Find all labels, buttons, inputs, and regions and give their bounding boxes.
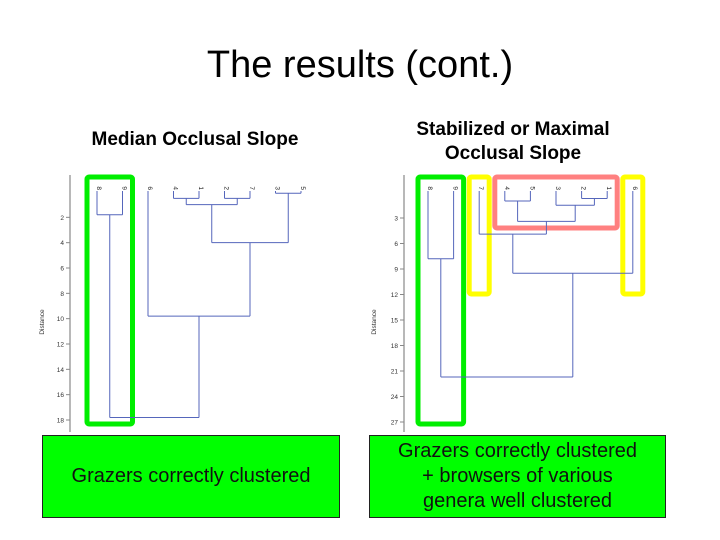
y-tick-label: 10 (57, 316, 65, 323)
y-axis-label: Distance (371, 309, 378, 335)
cluster-highlight-box (466, 174, 492, 297)
y-tick-label: 4 (60, 240, 64, 247)
y-tick-label: 3 (394, 216, 398, 223)
left-chart-title-line: Median Occlusal Slope (91, 129, 299, 150)
cluster-highlight-box (492, 174, 620, 231)
leaf-label: 7 (477, 186, 484, 190)
right-chart-title-line: Occlusal Slope (444, 143, 582, 164)
y-tick-label: 24 (391, 394, 399, 401)
leaf-label: 8 (95, 186, 102, 190)
cluster-highlight-box (84, 174, 135, 427)
y-axis-label: Distance (39, 309, 46, 335)
y-tick-label: 15 (391, 318, 399, 325)
y-tick-label: 6 (394, 241, 398, 248)
leaf-label: 9 (452, 186, 459, 190)
y-tick-label: 21 (391, 369, 399, 376)
leaf-label: 4 (172, 186, 179, 190)
slide-title: The results (cont.) (206, 44, 514, 86)
y-tick-label: 27 (391, 420, 399, 427)
y-tick-label: 14 (57, 367, 65, 374)
leaf-label: 2 (580, 186, 587, 190)
leaf-label: 7 (248, 186, 255, 190)
leaf-label: 6 (631, 186, 638, 190)
leaf-label: 3 (554, 186, 561, 190)
right-caption-line: + browsers of various (422, 465, 613, 487)
leaf-label: 4 (503, 186, 510, 190)
right-chart-title-line: Stabilized or Maximal (416, 119, 610, 140)
cluster-highlight-box (620, 174, 646, 297)
leaf-label: 1 (197, 186, 204, 190)
y-tick-label: 16 (57, 392, 65, 399)
right-caption-box: Grazers correctly clustered + browsers o… (369, 435, 666, 518)
right-chart-title: Stabilized or Maximal Occlusal Slope (368, 118, 658, 166)
right-caption-line: Grazers correctly clustered (398, 440, 637, 462)
y-tick-label: 8 (60, 291, 64, 298)
y-tick-label: 12 (57, 342, 65, 349)
right-caption-line: genera well clustered (423, 490, 612, 512)
leaf-label: 9 (121, 186, 128, 190)
left-caption-box: Grazers correctly clustered (42, 435, 340, 518)
y-tick-label: 6 (60, 266, 64, 273)
leaf-label: 2 (223, 186, 230, 190)
leaf-label: 6 (146, 186, 153, 190)
cluster-highlight-box (415, 174, 467, 427)
leaf-label: 5 (528, 186, 535, 190)
left-caption-text: Grazers correctly clustered (71, 465, 311, 487)
y-tick-label: 12 (391, 292, 399, 299)
y-tick-label: 18 (57, 418, 65, 425)
leaf-label: 3 (274, 186, 281, 190)
leaf-label: 5 (299, 186, 306, 190)
y-tick-label: 9 (394, 267, 398, 274)
y-tick-label: 18 (391, 343, 399, 350)
left-chart-title: Median Occlusal Slope (40, 128, 350, 152)
leaf-label: 8 (426, 186, 433, 190)
y-tick-label: 2 (60, 215, 64, 222)
leaf-label: 1 (605, 186, 612, 190)
